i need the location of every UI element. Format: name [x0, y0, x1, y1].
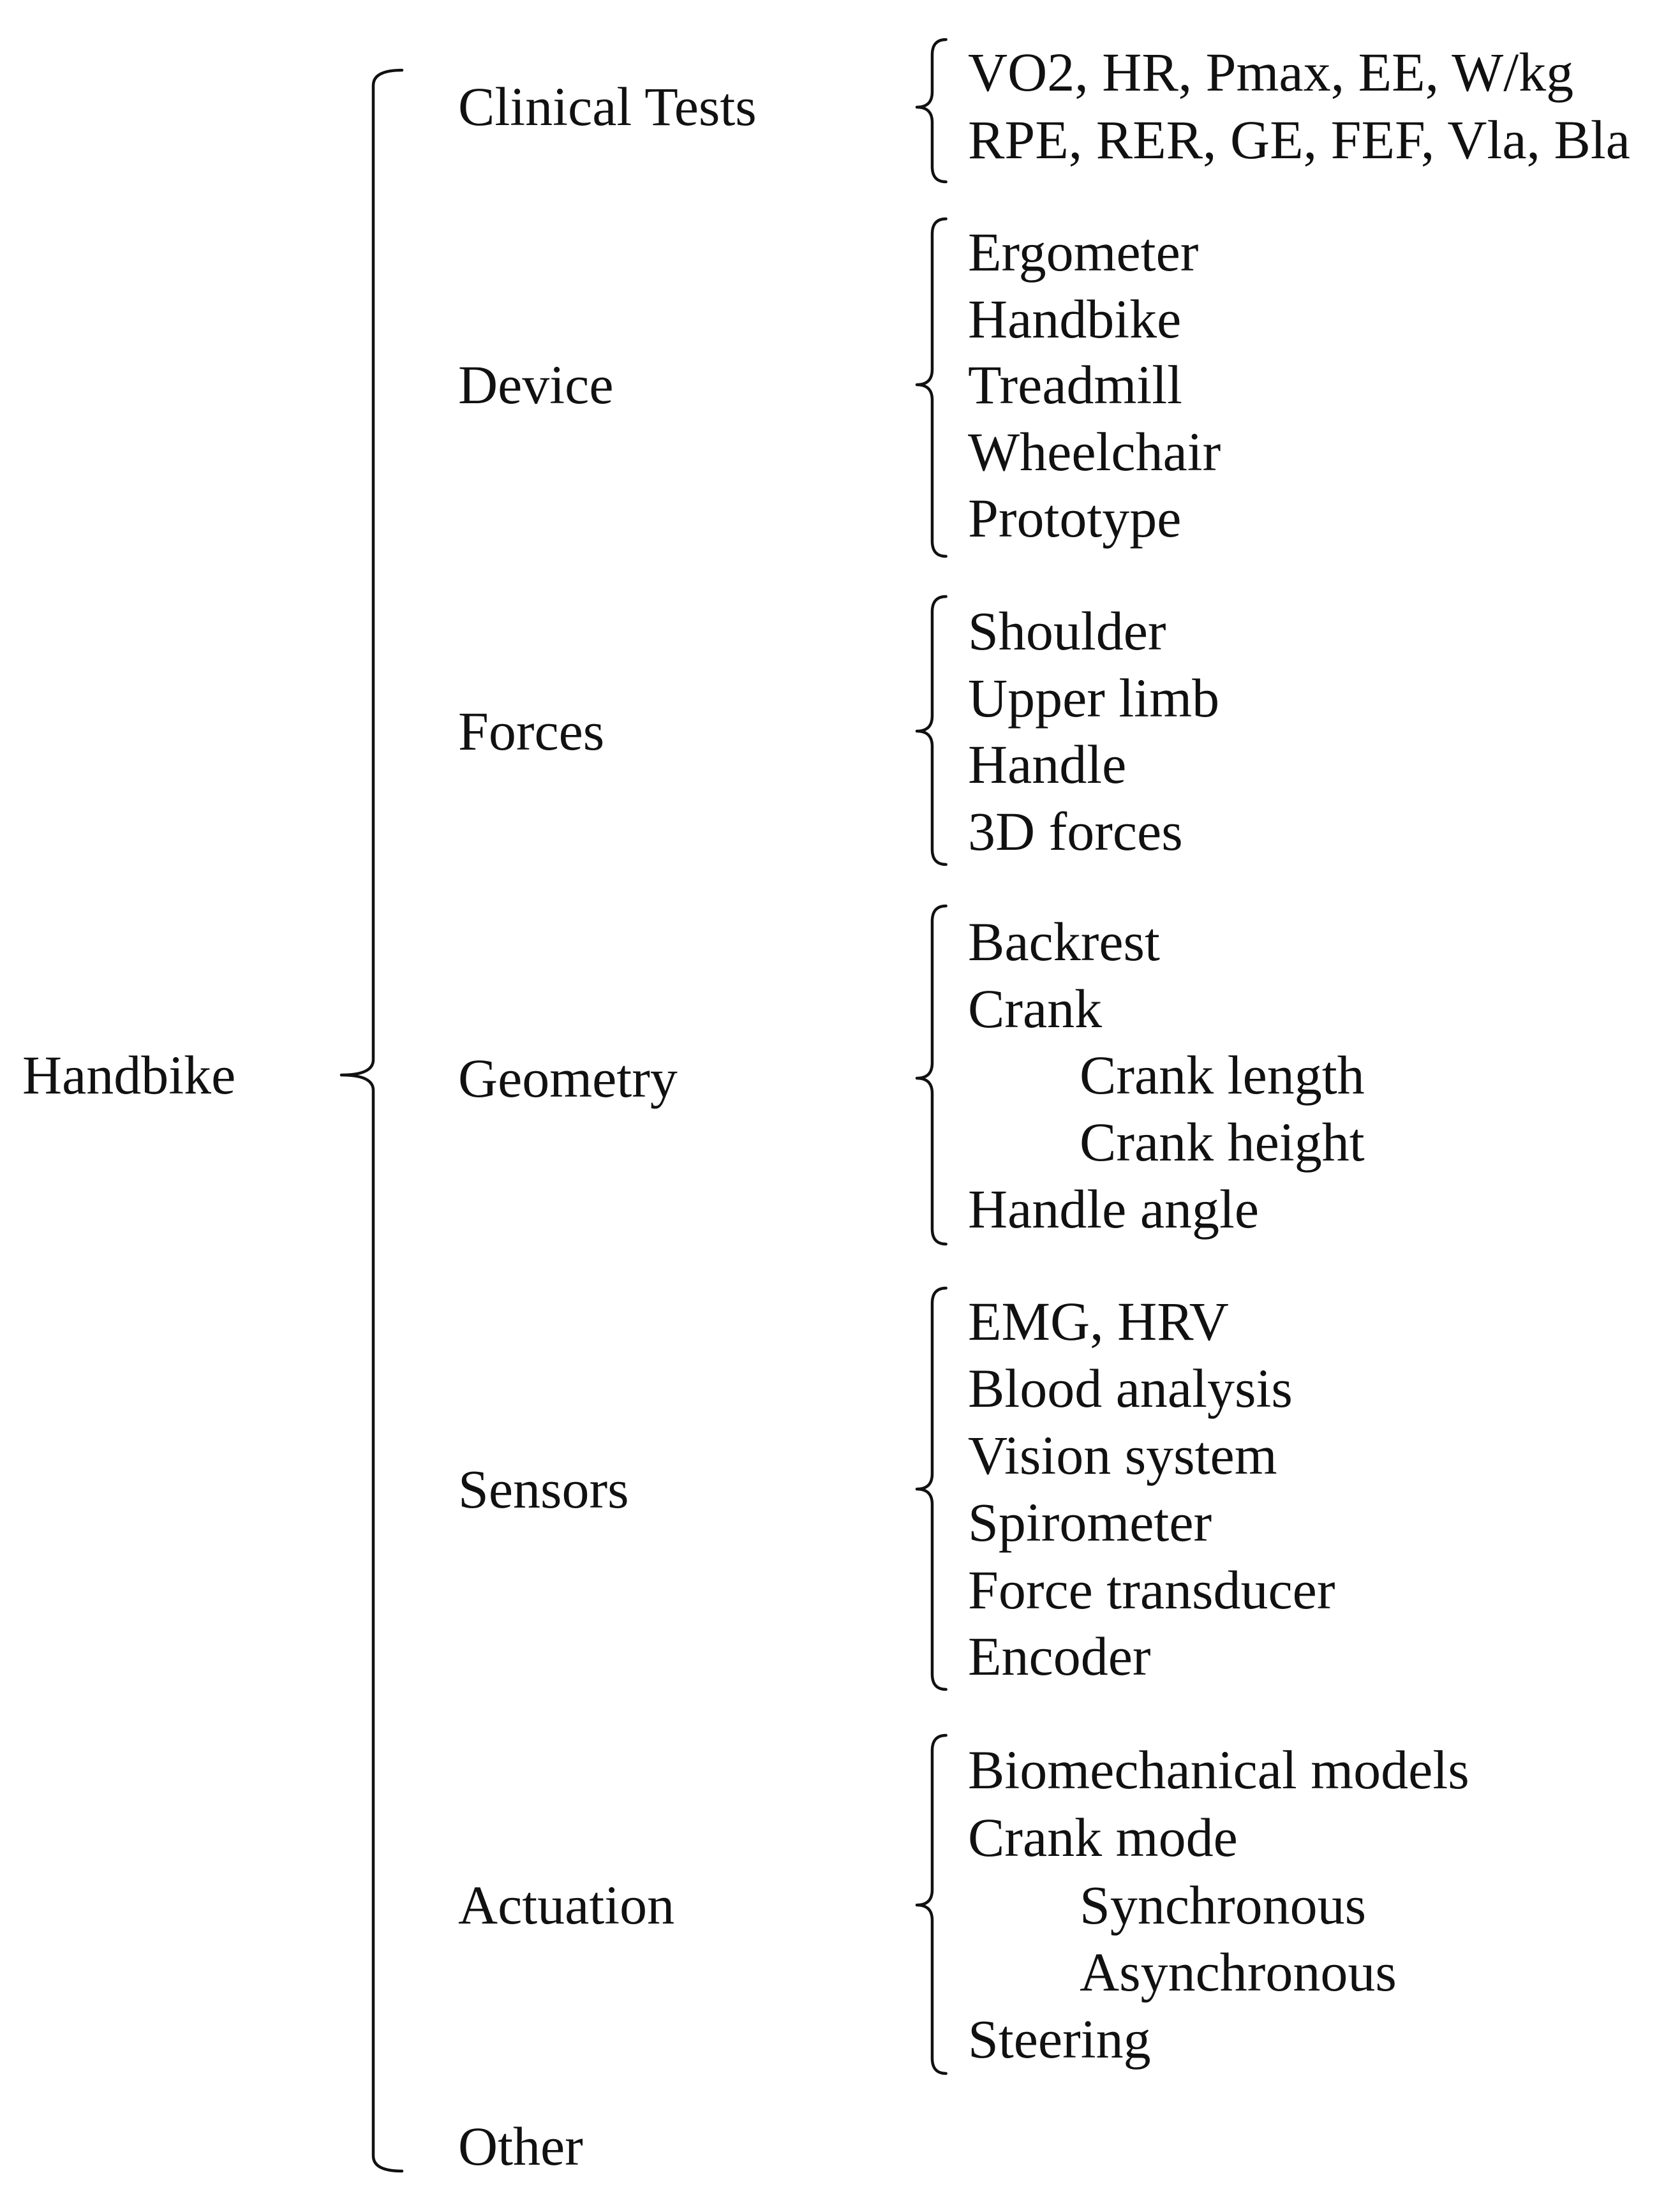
- forces-brace: [915, 595, 948, 866]
- actuation-subitem: Synchronous: [1080, 1874, 1367, 1936]
- sensors-item: Force transducer: [968, 1559, 1335, 1620]
- sensors-item: Spirometer: [968, 1492, 1212, 1553]
- actuation-item: Biomechanical models: [968, 1739, 1469, 1800]
- sensors-item: Vision system: [968, 1425, 1277, 1486]
- sensors-brace: [915, 1286, 948, 1691]
- clinical-test-item: RPE, RER, GE, FEF, Vla, Bla: [968, 109, 1630, 170]
- device-item: Treadmill: [968, 354, 1183, 415]
- geometry-item: Backrest: [968, 911, 1160, 972]
- forces-item: Upper limb: [968, 667, 1220, 729]
- category-clinical-tests: Clinical Tests: [458, 76, 757, 137]
- root-label: Handbike: [22, 1044, 236, 1106]
- geometry-brace: [915, 904, 948, 1246]
- geometry-subitem: Crank length: [1080, 1044, 1365, 1106]
- forces-item: Handle: [968, 734, 1127, 795]
- sensors-item: EMG, HRV: [968, 1291, 1229, 1352]
- device-brace: [915, 217, 948, 558]
- actuation-brace: [915, 1733, 948, 2075]
- geometry-item: Handle angle: [968, 1178, 1260, 1240]
- actuation-item: Crank mode: [968, 1807, 1238, 1868]
- device-item: Prototype: [968, 487, 1182, 549]
- clinical-test-item: VO2, HR, Pmax, EE, W/kg: [968, 41, 1574, 103]
- geometry-item: Crank: [968, 978, 1103, 1039]
- actuation-subitem: Asynchronous: [1080, 1941, 1397, 2003]
- forces-item: Shoulder: [968, 600, 1166, 662]
- actuation-item: Steering: [968, 2008, 1151, 2070]
- category-forces: Forces: [458, 701, 605, 762]
- device-item: Wheelchair: [968, 421, 1221, 482]
- category-sensors: Sensors: [458, 1458, 629, 1520]
- geometry-subitem: Crank height: [1080, 1111, 1365, 1173]
- forces-item: 3D forces: [968, 801, 1183, 862]
- category-device: Device: [458, 354, 614, 415]
- device-item: Handbike: [968, 288, 1182, 350]
- device-item: Ergometer: [968, 221, 1199, 283]
- category-geometry: Geometry: [458, 1048, 678, 1109]
- category-actuation: Actuation: [458, 1874, 675, 1936]
- root-brace: [339, 68, 404, 2173]
- clinical-tests-brace: [915, 38, 948, 184]
- sensors-item: Blood analysis: [968, 1358, 1293, 1419]
- category-other: Other: [458, 2116, 583, 2177]
- sensors-item: Encoder: [968, 1626, 1151, 1687]
